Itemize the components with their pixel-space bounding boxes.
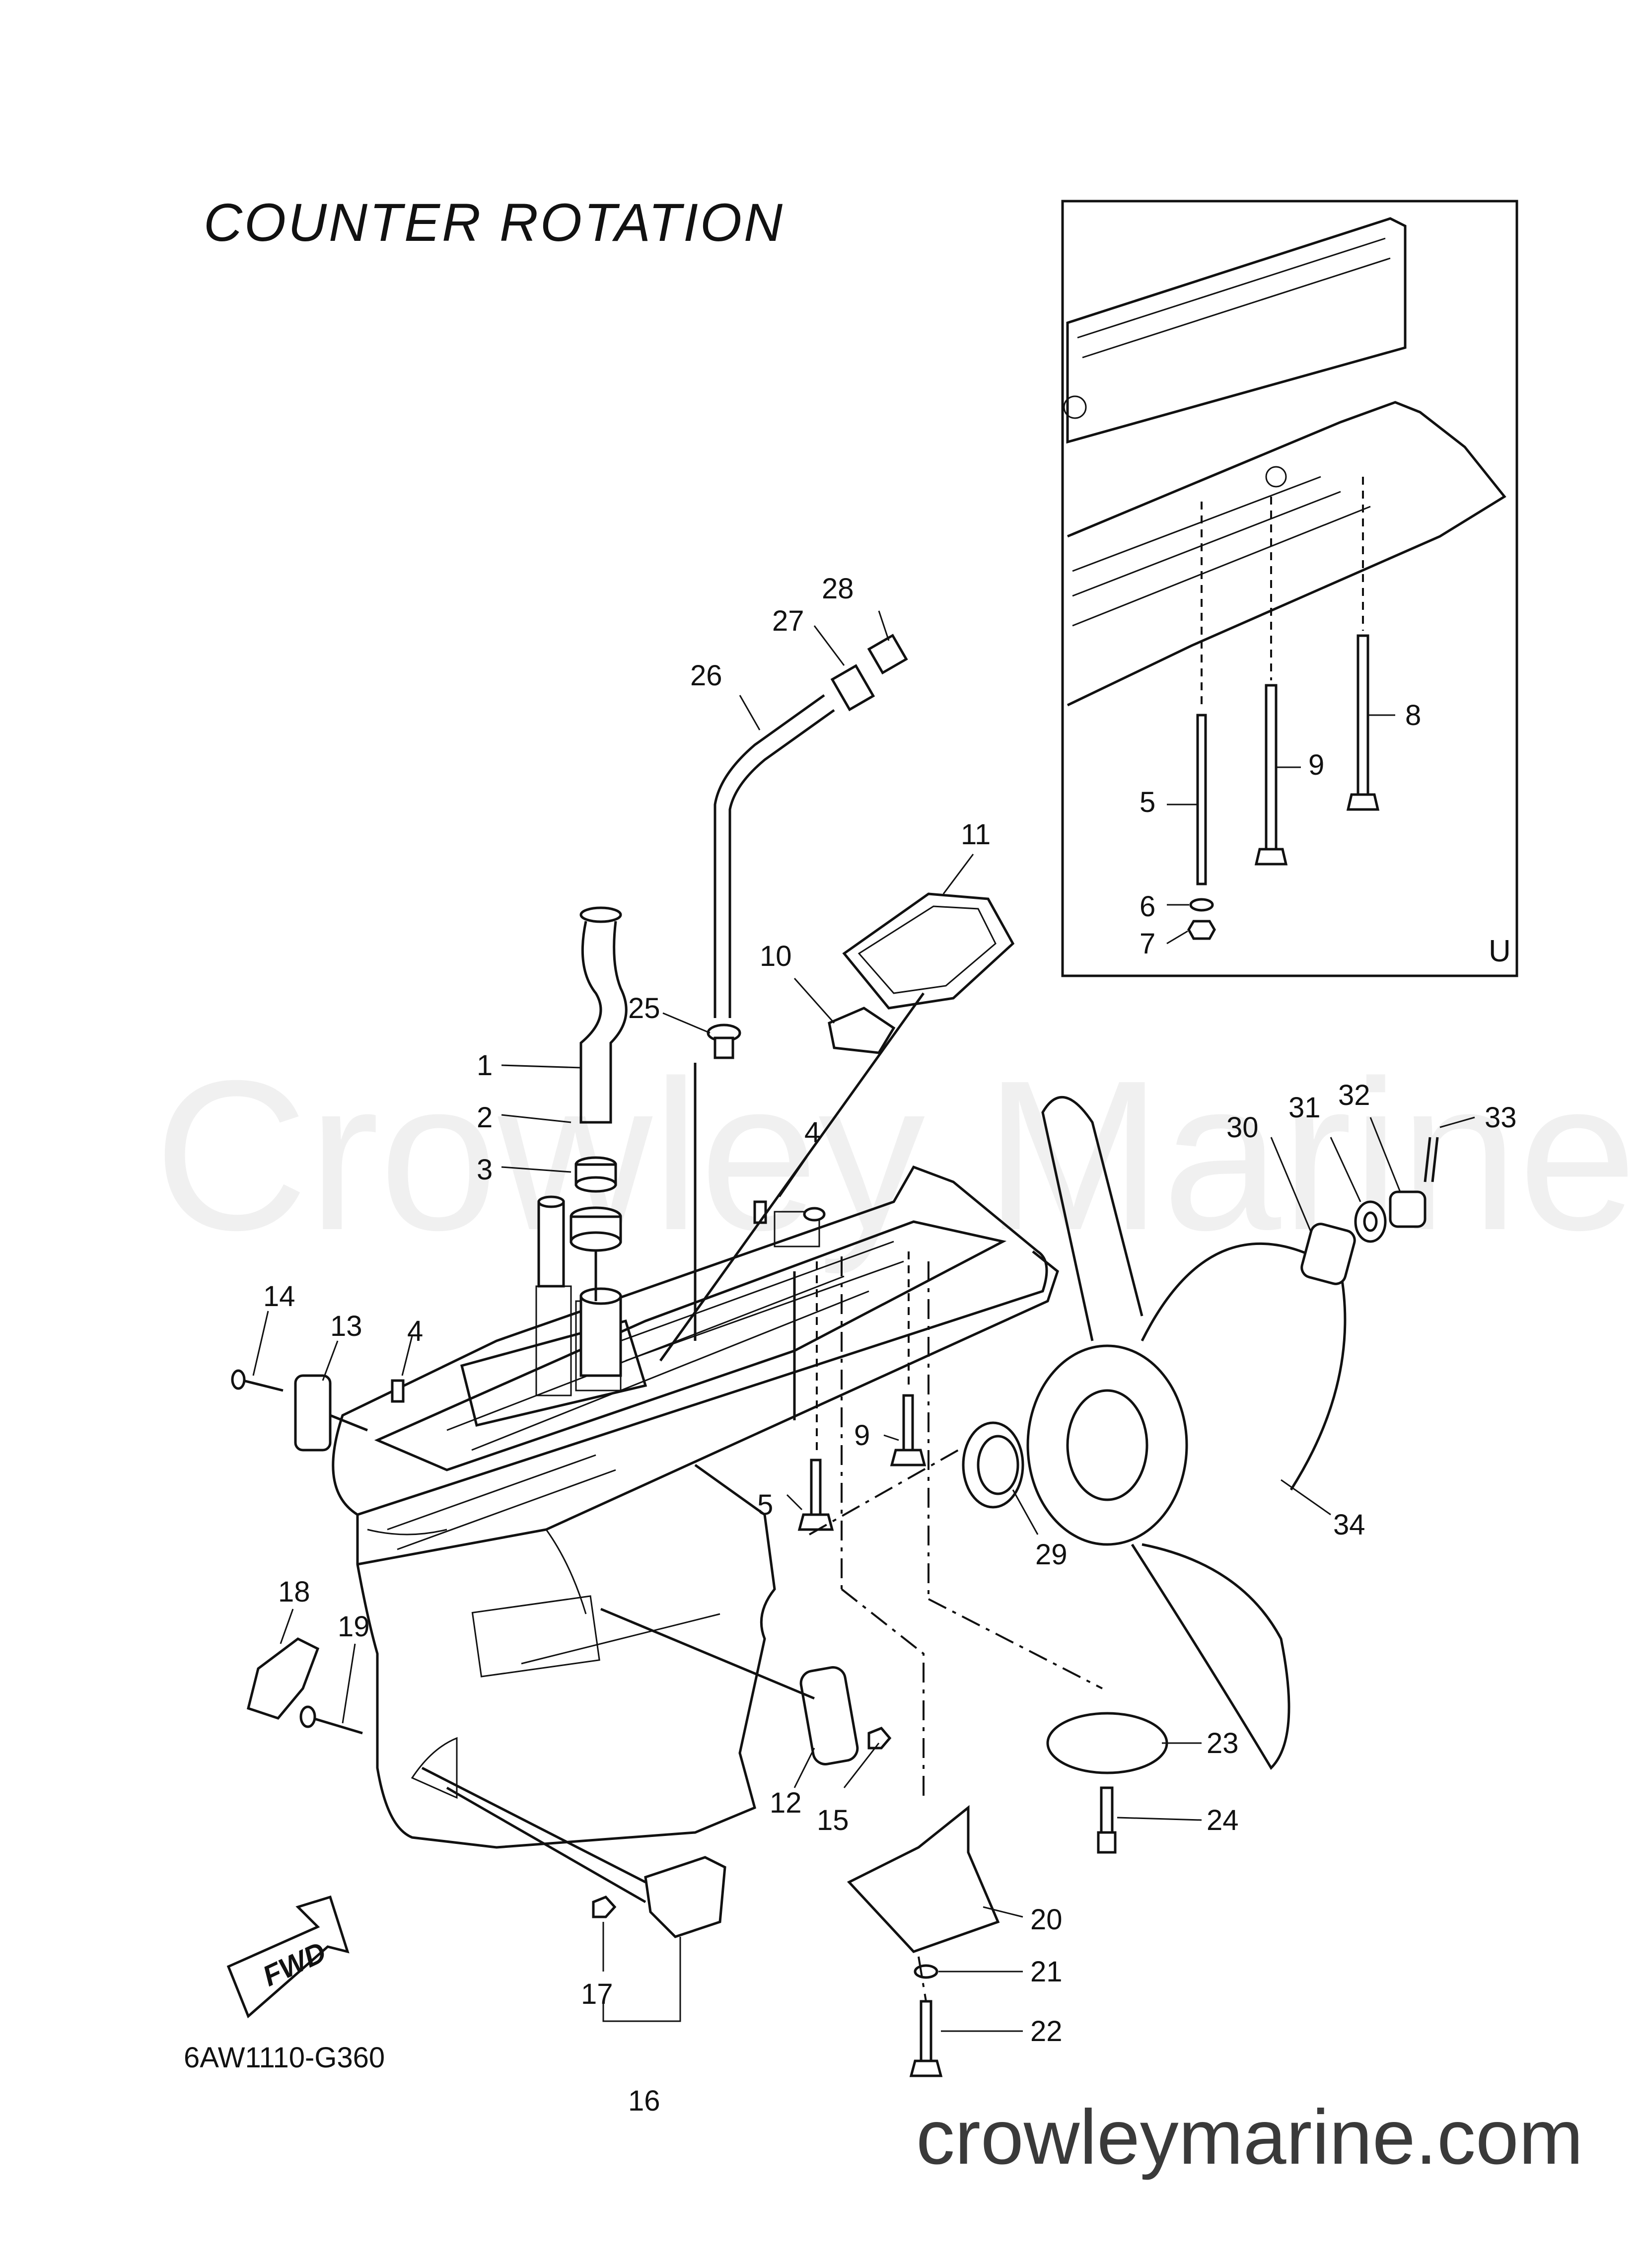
callout-labels: 1 2 3 4 4 5 5 6 7 8 9 9 10 11 12 13 14 1… bbox=[263, 573, 1517, 2117]
callout-31: 31 bbox=[1288, 1092, 1321, 1124]
inset-tag-label: U bbox=[1489, 934, 1511, 968]
callout-9: 9 bbox=[854, 1419, 870, 1452]
callout-26: 26 bbox=[690, 659, 722, 692]
callout-15: 15 bbox=[817, 1804, 849, 1836]
website-url: crowleymarine.com bbox=[916, 2094, 1583, 2181]
forward-direction-arrow: FWD bbox=[226, 1895, 350, 2019]
callout-6: 6 bbox=[1140, 890, 1155, 923]
callout-9-inset: 9 bbox=[1308, 749, 1324, 781]
callout-8: 8 bbox=[1405, 699, 1421, 732]
callout-11: 11 bbox=[961, 818, 991, 851]
callout-18: 18 bbox=[278, 1576, 310, 1608]
inset-panel bbox=[1061, 200, 1518, 977]
callout-1: 1 bbox=[477, 1049, 493, 1082]
diagram-title: COUNTER ROTATION bbox=[204, 192, 785, 252]
callout-14: 14 bbox=[263, 1280, 295, 1313]
fwd-label: FWD bbox=[258, 1936, 331, 1993]
callout-27: 27 bbox=[772, 605, 804, 637]
callout-24: 24 bbox=[1207, 1804, 1239, 1836]
callout-29: 29 bbox=[1035, 1538, 1068, 1571]
callout-20: 20 bbox=[1030, 1903, 1063, 1936]
callout-19: 19 bbox=[338, 1610, 370, 1643]
callout-25: 25 bbox=[628, 992, 660, 1024]
lower-casing bbox=[332, 1165, 1059, 1849]
callout-17: 17 bbox=[581, 1978, 613, 2010]
callout-22: 22 bbox=[1030, 2015, 1063, 2048]
callout-3: 3 bbox=[477, 1154, 493, 1186]
callout-4b: 4 bbox=[407, 1315, 423, 1347]
callout-4: 4 bbox=[804, 1116, 820, 1149]
figure-code: 6AW1110-G360 bbox=[184, 2042, 385, 2074]
callout-16: 16 bbox=[628, 2085, 660, 2117]
callout-34: 34 bbox=[1333, 1509, 1365, 1541]
callout-33: 33 bbox=[1485, 1101, 1517, 1134]
anodes-and-fittings bbox=[231, 992, 1168, 2077]
propeller-assembly bbox=[962, 1096, 1439, 1770]
water-tubes bbox=[570, 634, 1015, 1276]
callout-5: 5 bbox=[757, 1489, 773, 1521]
callout-21: 21 bbox=[1030, 1956, 1063, 1988]
callout-30: 30 bbox=[1226, 1111, 1259, 1144]
callout-13: 13 bbox=[330, 1310, 362, 1342]
callout-23: 23 bbox=[1207, 1727, 1239, 1759]
callout-2: 2 bbox=[477, 1101, 493, 1134]
callout-12: 12 bbox=[770, 1787, 802, 1819]
callout-7: 7 bbox=[1140, 928, 1155, 960]
callout-5-inset: 5 bbox=[1140, 786, 1155, 818]
callout-10: 10 bbox=[760, 940, 792, 972]
watermark-text: Crowley Marine bbox=[154, 1036, 1637, 1275]
callout-32: 32 bbox=[1338, 1079, 1370, 1111]
leader-lines bbox=[252, 610, 1475, 2032]
callout-28: 28 bbox=[822, 573, 854, 605]
